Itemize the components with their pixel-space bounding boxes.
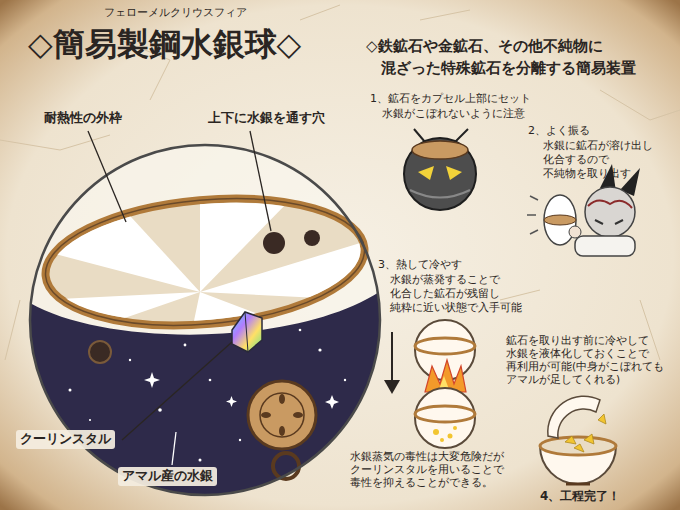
leader-lines-part xyxy=(172,432,176,465)
step1-capsule xyxy=(404,129,476,210)
sphere-illustration-part-part-part xyxy=(318,348,321,351)
sphere-illustration-part-part xyxy=(279,426,285,436)
sphere-illustration-part-part xyxy=(261,412,271,418)
sphere-illustration-part-part xyxy=(200,240,370,300)
note-text: 水銀蒸気の毒性は大変危険だが クーリンスタルを用いることで 毒性を抑えることがで… xyxy=(350,450,507,489)
title: ◇簡易製鋼水銀球◇ xyxy=(28,24,301,66)
leader-lines-part xyxy=(88,131,126,222)
step1-capsule-part xyxy=(404,138,476,210)
leader-lines xyxy=(88,131,271,465)
step2-shaking-figure-part xyxy=(527,196,538,234)
step-heading: 3、熱して冷やす xyxy=(378,258,462,272)
step4-open-capsule-part xyxy=(540,437,616,455)
step-text: 水銀が蒸発することで 化合した鉱石が残留し 純粋に近い状態で入手可能 xyxy=(390,273,525,315)
part-label: アマル産の水銀 xyxy=(118,467,217,486)
sphere-illustration-part-part-part xyxy=(129,359,131,361)
step1-capsule-part xyxy=(410,190,470,198)
step1-capsule-part xyxy=(418,166,434,180)
step2-shaking-figure-part xyxy=(585,187,635,237)
sphere-illustration-part-part xyxy=(40,292,200,330)
section-heading: ◇鉄鉱石や金鉱石、その他不純物に 混ざった特殊鉱石を分離する簡易装置 xyxy=(366,36,639,80)
part-label: クーリンスタル xyxy=(16,430,115,449)
sphere-illustration-part xyxy=(260,393,304,437)
sphere-illustration-part-part xyxy=(25,288,385,500)
step2-shaking-figure-part xyxy=(544,215,576,225)
sphere-illustration-part-part-part xyxy=(299,329,302,332)
step2-shaking-figure-part xyxy=(569,226,581,238)
part-label: 耐熱性の外枠 xyxy=(44,110,122,127)
step1-capsule-part xyxy=(455,129,468,142)
step2-shaking-figure-part xyxy=(575,236,635,256)
sphere-illustration-part xyxy=(40,186,370,337)
sphere-illustration-part-part-part xyxy=(344,379,346,381)
sphere-illustration-part xyxy=(40,190,370,340)
sphere-illustration-part-part-part xyxy=(325,395,339,409)
step3-heating-part xyxy=(384,380,400,394)
sphere-illustration-part-part-part xyxy=(89,419,91,421)
step3-heating-part xyxy=(391,332,393,382)
step-text: 水銀がこぼれないように注意 xyxy=(382,107,525,121)
step4-open-capsule-part xyxy=(565,414,606,452)
sphere-illustration-part-part xyxy=(89,341,111,363)
step4-open-capsule-part-part xyxy=(584,434,594,444)
step1-capsule-part xyxy=(414,129,425,142)
sphere-illustration-part-part-part xyxy=(158,408,162,412)
sphere-illustration-part-part-part xyxy=(209,379,212,382)
leader-lines-part xyxy=(122,342,232,440)
sphere-illustration-part xyxy=(245,312,248,352)
step4-open-capsule-part xyxy=(566,483,590,486)
step4-open-capsule-part-part xyxy=(598,414,606,424)
sphere-illustration-part xyxy=(263,232,285,254)
note-text: 鉱石を取り出す前に冷やして 水銀を液体化しておくことで 再利用が可能(中身がこぼ… xyxy=(506,334,667,386)
sphere-illustration-part xyxy=(25,288,385,500)
step1-capsule-part xyxy=(412,141,468,159)
step1-capsule-part xyxy=(446,166,462,180)
step-text: 水銀に鉱石が溶け出し 化合するので 不純物を取り出す xyxy=(543,139,655,181)
step3-heating-part-part xyxy=(453,426,457,430)
step-heading: 4、工程完了！ xyxy=(540,489,620,505)
step4-open-capsule-part xyxy=(548,396,600,438)
sphere-illustration-part xyxy=(261,394,303,436)
ruby-reading: フェローメルクリウスフィア xyxy=(104,6,247,20)
sphere-illustration-part-part-part xyxy=(239,439,241,441)
step3-heating-part xyxy=(433,426,457,442)
part-label: 上下に水銀を通す穴 xyxy=(208,110,325,127)
sphere-illustration-part-part-part xyxy=(69,389,72,392)
step-heading: 2、よく振る xyxy=(528,124,590,138)
sphere-illustration-part-part-part xyxy=(184,344,187,347)
leader-lines-part xyxy=(250,131,271,231)
sphere-illustration-part-part xyxy=(293,412,303,418)
sphere-illustration-part-part xyxy=(279,394,285,404)
sphere-illustration-part-part-part xyxy=(226,396,237,407)
step4-open-capsule-part-part xyxy=(565,436,576,444)
step2-shaking-figure-part xyxy=(544,195,576,245)
step3-heating-part-part xyxy=(433,429,439,435)
step4-open-capsule-part-part xyxy=(574,444,584,452)
step-heading: 1、鉱石をカプセル上部にセット xyxy=(370,92,531,106)
step3-heating-part xyxy=(415,388,475,448)
sphere-illustration-part xyxy=(232,312,262,352)
sphere-illustration-part-part-part xyxy=(144,372,160,388)
step3-heating-part xyxy=(415,338,475,354)
step3-heating-part-part xyxy=(440,438,444,442)
step3-heating-part xyxy=(415,406,475,422)
step3-heating xyxy=(384,320,475,448)
sphere-illustration-part-part-part xyxy=(199,459,202,462)
step3-heating-part-part xyxy=(448,434,453,439)
step2-shaking-figure-part xyxy=(595,220,623,224)
step2-shaking-figure-part xyxy=(588,200,632,208)
sphere-illustration-part xyxy=(304,230,320,246)
sphere-illustration-part xyxy=(248,381,316,449)
step4-open-capsule xyxy=(540,396,616,484)
